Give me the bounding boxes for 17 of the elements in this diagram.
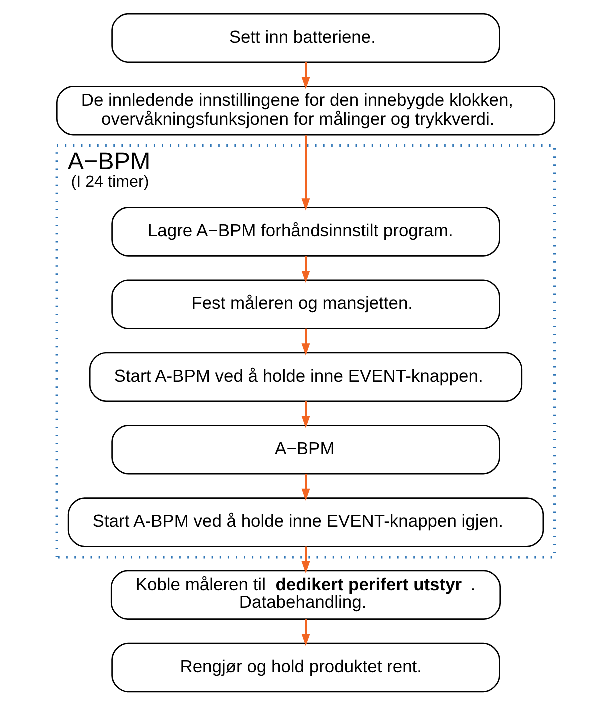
arrow xyxy=(301,256,310,284)
node-box: Fest måleren og mansjetten. xyxy=(111,280,500,330)
arrow xyxy=(301,474,310,502)
arrow xyxy=(301,546,310,574)
arrow xyxy=(301,136,310,211)
node-box: Koble måleren til dedikert perifert utstyr. Databehandling. xyxy=(110,570,501,620)
node-box: A−BPM xyxy=(111,424,500,475)
node-box: Start A-BPM ved å holde inne EVENT-knappen igjen. xyxy=(67,498,544,548)
node-box: Lagre A−BPM forhåndsinnstilt program. xyxy=(111,207,500,257)
node-box: Sett inn batteriene. xyxy=(111,13,500,64)
arrow xyxy=(301,619,310,646)
node-box: De innledende innstillingene for den innebygde klokken, overvåkningsfunksjonen for målinger og trykkverdi. xyxy=(56,86,556,136)
arrow xyxy=(301,62,310,90)
arrow xyxy=(301,401,310,428)
node-box: Rengjør og hold produktet rent. xyxy=(111,642,500,693)
node-box: Start A-BPM ved å holde inne EVENT-knappen. xyxy=(88,352,522,402)
arrow xyxy=(301,328,310,356)
